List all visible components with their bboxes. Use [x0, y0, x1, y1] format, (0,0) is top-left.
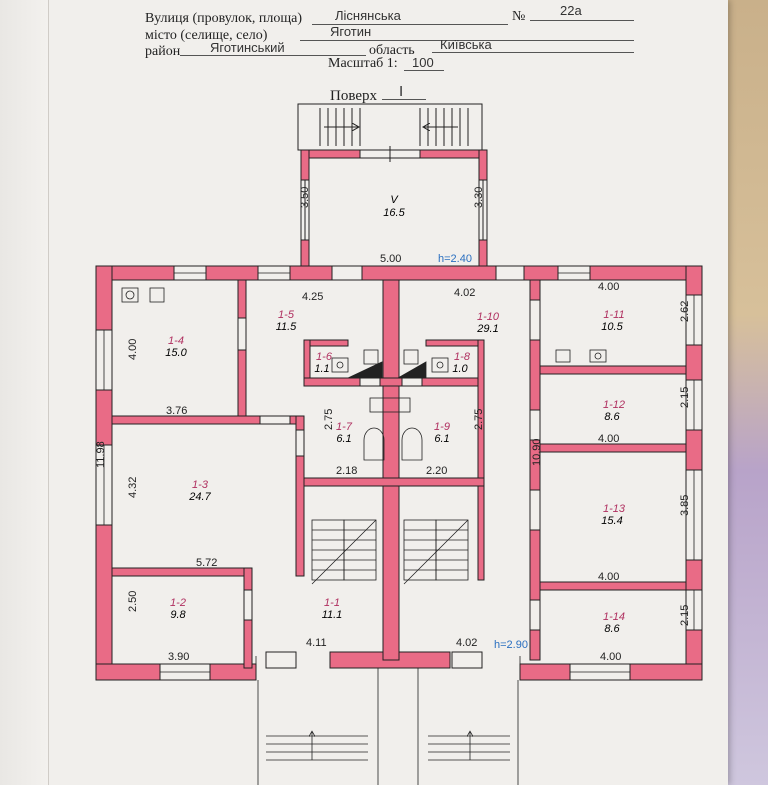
room-1-3-number: 1-3 [192, 479, 209, 491]
dim-r12-width: 3.90 [168, 651, 189, 663]
room-1-10-number: 1-10 [477, 311, 500, 323]
room-1-7-area: 6.1 [336, 433, 351, 445]
dim-r14-width: 3.76 [166, 405, 187, 417]
room-1-9-number: 1-9 [434, 421, 450, 433]
dimension-labels: 3.50 3.30 5.00 h=2.40 4.25 4.02 4.00 4.0… [95, 187, 691, 663]
floor-underline [382, 99, 426, 100]
city-label: місто (селище, село) [145, 28, 268, 43]
bottom-entrance-porches [255, 656, 521, 785]
room-1-14-number: 1-14 [603, 611, 625, 623]
room-1-2-number: 1-2 [170, 597, 186, 609]
dim-r19-height: 2.75 [473, 409, 485, 430]
room-1-4-area: 15.0 [165, 347, 187, 359]
region-underline [432, 52, 634, 53]
room-v-area: 16.5 [383, 207, 405, 219]
dim-r110-width: 4.02 [454, 287, 475, 299]
veranda-walls [300, 146, 488, 267]
room-1-5-number: 1-5 [278, 309, 295, 321]
room-v-number: V [390, 194, 399, 206]
dim-r17-height: 2.75 [323, 409, 335, 430]
room-1-12-number: 1-12 [603, 399, 625, 411]
floor-label: Поверх [330, 88, 377, 104]
room-1-9-area: 6.1 [434, 433, 449, 445]
scale-underline [404, 70, 444, 71]
scale-value: 100 [412, 55, 434, 70]
room-1-11-number: 1-11 [603, 309, 624, 321]
region-value: Київська [440, 37, 492, 52]
dim-r112-width: 4.00 [598, 433, 619, 445]
room-1-7-number: 1-7 [336, 421, 353, 433]
dim-r114-height: 2.15 [679, 605, 691, 626]
dim-r11-left-width: 4.11 [306, 637, 327, 649]
room-1-10-area: 29.1 [476, 323, 498, 335]
city-underline [300, 40, 634, 41]
region-label: область [369, 43, 415, 58]
dim-r13-width: 5.72 [196, 557, 217, 569]
dim-r15-width: 4.25 [302, 291, 323, 303]
interior-stairs [311, 519, 469, 585]
street-underline [312, 24, 508, 25]
dim-r12-height: 2.50 [127, 591, 139, 612]
previous-page-edge [0, 0, 49, 785]
number-value: 22а [560, 3, 582, 18]
dim-r113-height: 3.85 [679, 495, 691, 516]
number-label: № [512, 9, 526, 24]
room-1-13-number: 1-13 [603, 503, 626, 515]
background-tablecloth [720, 0, 768, 785]
dim-r113-width: 4.00 [598, 571, 619, 583]
document-sheet: Вулиця (провулок, площа) Ліснянська № 22… [0, 0, 728, 785]
city-value: Яготин [330, 24, 372, 39]
dim-r111-height: 2.62 [679, 301, 691, 322]
room-1-14-area: 8.6 [604, 623, 620, 635]
door-openings [237, 299, 541, 631]
street-label: Вулиця (провулок, площа) [145, 11, 303, 26]
dim-r14-height: 4.00 [127, 339, 139, 360]
room-1-8-area: 1.0 [452, 363, 468, 375]
room-1-2-area: 9.8 [170, 609, 186, 621]
room-1-5-area: 11.5 [276, 321, 297, 333]
dim-veranda-width: 5.00 [380, 253, 401, 265]
room-1-11-area: 10.5 [601, 321, 623, 333]
room-1-1-number: 1-1 [324, 597, 340, 609]
window-lines [103, 272, 695, 673]
district-value: Яготинський [210, 40, 285, 55]
height-top: h=2.40 [438, 253, 472, 265]
dim-right-height: 10.90 [531, 438, 543, 466]
district-label: район [145, 44, 181, 59]
room-1-6-number: 1-6 [316, 351, 333, 363]
room-1-1-area: 11.1 [322, 609, 343, 621]
room-1-4-number: 1-4 [168, 335, 184, 347]
dim-veranda-left: 3.50 [299, 187, 311, 208]
district-underline [180, 55, 366, 56]
dim-r112-height: 2.15 [679, 387, 691, 408]
room-1-3-area: 24.7 [188, 491, 211, 503]
scale-label: Масштаб 1: [328, 56, 398, 71]
dim-r17-width: 2.18 [336, 465, 357, 477]
number-underline [530, 20, 634, 21]
dim-r13-height: 4.32 [127, 477, 139, 498]
dim-r111-width: 4.00 [598, 281, 619, 293]
dim-r19-width: 2.20 [426, 465, 447, 477]
room-1-12-area: 8.6 [604, 411, 620, 423]
floor-value: I [399, 83, 404, 100]
dim-r11-right-width: 4.02 [456, 637, 477, 649]
height-bottom: h=2.90 [494, 639, 528, 651]
room-1-6-area: 1.1 [314, 363, 329, 375]
dim-veranda-right: 3.30 [473, 187, 485, 208]
bathroom-fixtures [121, 287, 607, 461]
dim-r114-width: 4.00 [600, 651, 621, 663]
room-1-13-area: 15.4 [601, 515, 622, 527]
interior-walls [111, 279, 687, 669]
room-1-8-number: 1-8 [454, 351, 471, 363]
top-entrance-steps [297, 103, 483, 151]
dim-total-height: 11.98 [95, 441, 107, 468]
floor-plan: V 16.5 1-4 15.0 1-5 11.5 1-6 1.1 1-7 6.1… [95, 103, 703, 785]
room-labels: V 16.5 1-4 15.0 1-5 11.5 1-6 1.1 1-7 6.1… [165, 194, 626, 635]
street-value: Ліснянська [335, 8, 401, 23]
